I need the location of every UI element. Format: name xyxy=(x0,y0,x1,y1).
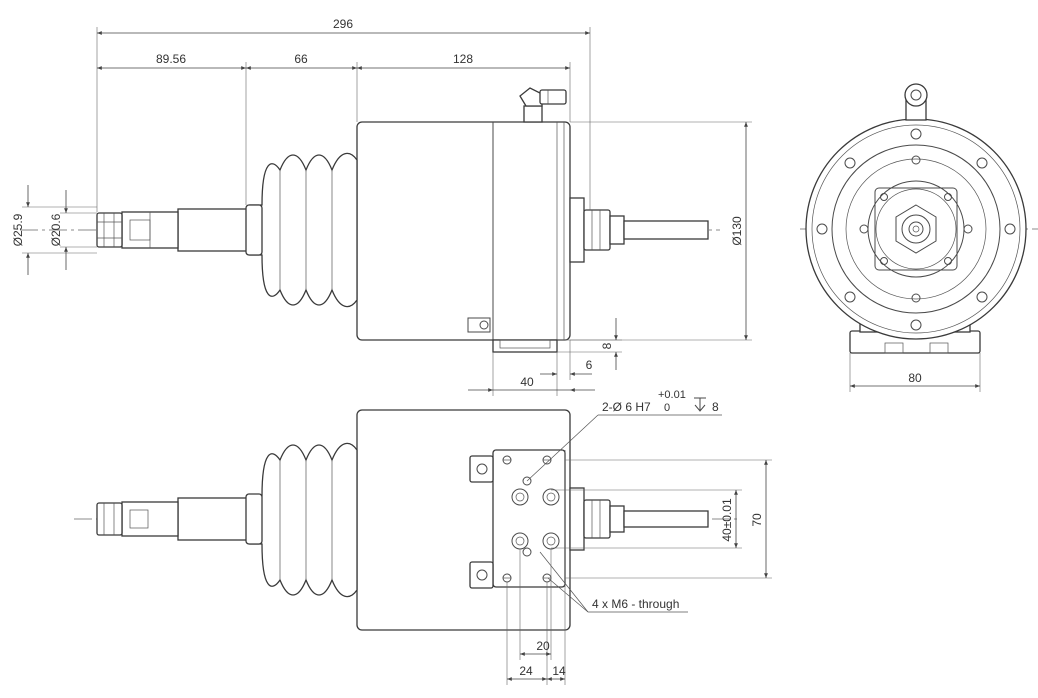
end-view xyxy=(800,83,1038,392)
dim-tip-inner-dia: Ø20.6 xyxy=(49,213,63,246)
dim-tip-outer-dia: Ø25.9 xyxy=(11,213,25,246)
dim-plate-height: 70 xyxy=(750,513,764,527)
callout-thread-holes: 4 x M6 - through xyxy=(592,597,679,611)
dim-mount-height: 8 xyxy=(600,342,614,349)
dim-mount-offset: 6 xyxy=(586,358,593,372)
side-view xyxy=(20,27,752,396)
dim-hole-spacing-24: 24 xyxy=(519,664,533,678)
air-fitting-icon xyxy=(904,83,928,121)
dim-shaft-length: 89.56 xyxy=(156,52,186,66)
dim-hole-spacing-14: 14 xyxy=(552,664,566,678)
dim-body-length: 128 xyxy=(453,52,473,66)
dim-mount-width-side: 40 xyxy=(520,375,534,389)
dim-pin-spacing: 40±0.01 xyxy=(720,498,734,542)
callout-depth: 8 xyxy=(712,400,719,414)
bolt-icons xyxy=(816,128,1016,331)
dim-hole-spacing-20: 20 xyxy=(536,639,550,653)
callout-tolerance-upper: +0.01 xyxy=(658,389,686,401)
depth-symbol-icon xyxy=(694,397,706,412)
callout-tolerance-lower: 0 xyxy=(664,402,670,414)
callout-pin-holes: 2-Ø 6 H7 xyxy=(602,400,651,414)
dim-total-length: 296 xyxy=(333,17,353,31)
air-fitting-icon xyxy=(519,87,567,123)
bellows-icon xyxy=(249,152,358,308)
dim-body-dia: Ø130 xyxy=(730,216,744,246)
bottom-view xyxy=(74,409,772,685)
dim-bellows-length: 66 xyxy=(294,52,308,66)
dim-mount-width-end: 80 xyxy=(908,371,922,385)
